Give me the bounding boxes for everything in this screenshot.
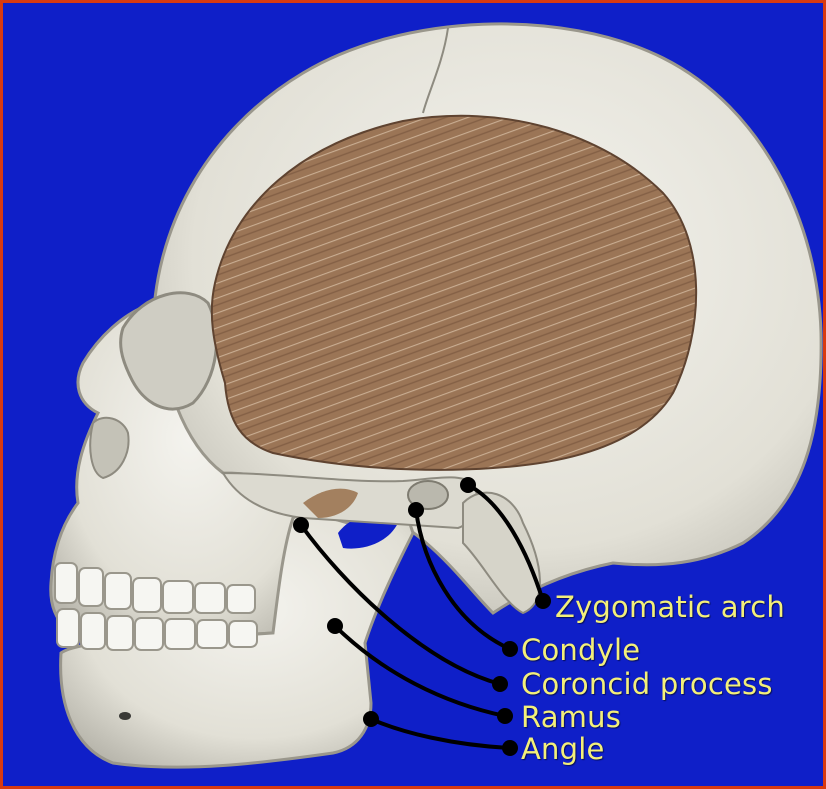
label-condyle: Condyle [521,635,640,665]
dot-condyle-origin [408,502,424,518]
label-zygomatic-arch: Zygomatic arch [555,592,785,622]
label-angle: Angle [521,734,605,764]
dot-ramus-end [497,708,513,724]
dot-zygomatic-arch-end [535,593,551,609]
label-coronoid-process: Coroncid process [521,669,773,699]
dot-ramus-origin [327,618,343,634]
leader-angle [371,719,510,748]
dot-coronoid-end [492,676,508,692]
dot-zygomatic-arch-origin [460,477,476,493]
dot-angle-end [502,740,518,756]
mental-foramen [119,712,131,720]
dot-condyle-end [502,641,518,657]
dot-coronoid-origin [293,517,309,533]
anatomy-diagram: Zygomatic arch Condyle Coroncid process … [3,3,823,786]
dot-angle-origin [363,711,379,727]
label-ramus: Ramus [521,702,621,732]
